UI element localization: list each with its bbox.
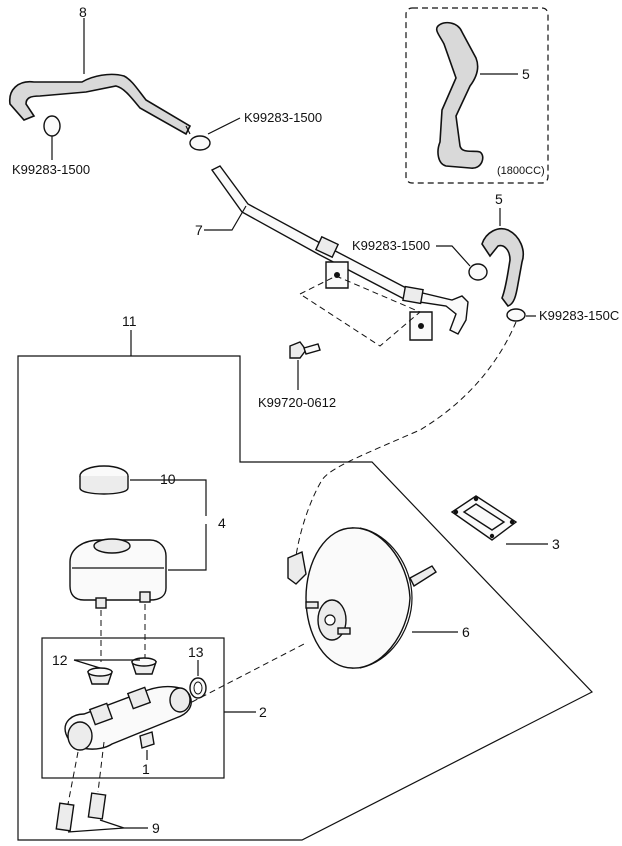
callout-9: 9 xyxy=(152,820,160,836)
callout-3: 3 xyxy=(552,536,560,552)
master-cylinder-box-2 xyxy=(41,637,225,779)
callout-11: 11 xyxy=(122,313,137,329)
vacuum-hose-5 xyxy=(481,228,524,307)
booster-gasket-3 xyxy=(450,495,518,541)
callout-7: 7 xyxy=(195,222,203,238)
part-number-clip-right: K99283-150C xyxy=(539,308,619,323)
hose-clip-right xyxy=(506,308,526,322)
callout-5-main: 5 xyxy=(495,191,503,207)
brake-booster-6 xyxy=(287,527,437,669)
fluid-reservoir-4 xyxy=(69,538,167,609)
inset-engine-note: (1800CC) xyxy=(497,165,545,177)
callout-8: 8 xyxy=(79,4,87,20)
reservoir-grommet-12 xyxy=(87,657,157,685)
inset-1800cc-box xyxy=(405,7,549,184)
hose-clip-mid xyxy=(468,263,488,281)
reservoir-cap-10 xyxy=(79,465,129,495)
part-number-clip-top: K99283-1500 xyxy=(244,110,322,125)
callout-2: 2 xyxy=(259,704,267,720)
callout-5-inset: 5 xyxy=(522,66,530,82)
part-number-bolt: K99720-0612 xyxy=(258,395,336,410)
callout-10: 10 xyxy=(160,471,176,487)
hose-clip-left xyxy=(43,115,61,137)
assembly-outline-11 xyxy=(17,355,593,841)
brake-line-fitting-9 xyxy=(55,792,107,832)
callout-6: 6 xyxy=(462,624,470,640)
callout-13: 13 xyxy=(188,644,204,660)
part-number-clip-mid: K99283-1500 xyxy=(352,238,430,253)
hose-clip-top xyxy=(189,135,211,151)
callout-4: 4 xyxy=(218,515,226,531)
master-cylinder-body xyxy=(64,685,192,751)
inset-hose-5 xyxy=(435,21,484,169)
part-number-clip-left: K99283-1500 xyxy=(12,162,90,177)
vacuum-pipe-7 xyxy=(210,165,469,347)
callout-1: 1 xyxy=(142,761,150,777)
vacuum-hose-8 xyxy=(9,73,192,136)
mounting-bolt xyxy=(289,341,321,359)
callout-12: 12 xyxy=(52,652,68,668)
